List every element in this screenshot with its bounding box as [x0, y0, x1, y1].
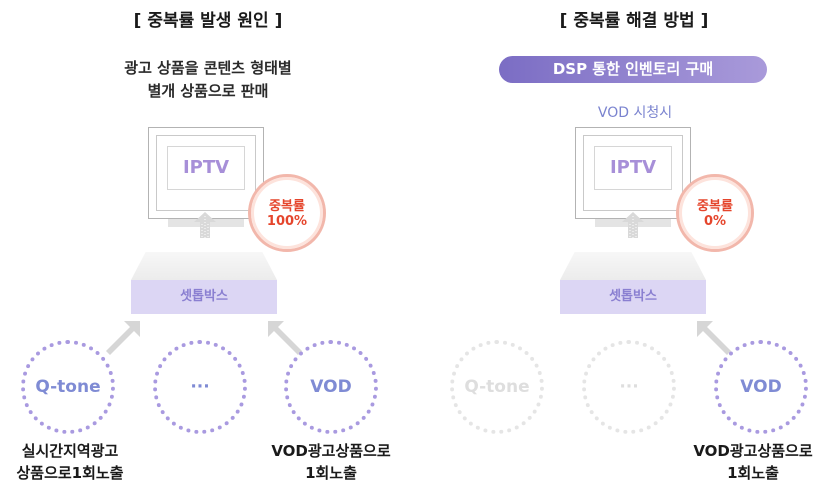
left-caption-vod-line1: VOD광고상품으로 — [271, 442, 391, 460]
left-caption-qtone-line2: 상품으로1회노출 — [16, 464, 124, 482]
left-iptv-monitor: IPTV — [148, 127, 264, 219]
right-settop-box: 셋톱박스 — [560, 252, 706, 314]
right-badge-value: 0% — [703, 214, 727, 229]
left-settop-box: 셋톱박스 — [131, 252, 277, 314]
right-caption-vod: VOD광고상품으로 1회노출 — [678, 440, 828, 484]
left-caption-vod: VOD광고상품으로 1회노출 — [256, 440, 406, 484]
right-settop-top — [560, 252, 706, 280]
right-source-vod: VOD — [714, 340, 808, 434]
left-source-qtone: Q-tone — [21, 340, 115, 434]
left-monitor-screen-inner: IPTV — [167, 146, 245, 190]
right-iptv-monitor: IPTV — [575, 127, 691, 219]
right-dsp-pill: DSP 통한 인벤토리 구매 — [499, 56, 767, 83]
right-vod-when: VOD 시청시 — [597, 105, 673, 121]
left-up-arrow-icon — [194, 212, 216, 238]
left-title: [ 중복률 발생 원인 ] — [133, 11, 283, 31]
right-source-more: ··· — [582, 340, 676, 434]
left-qtone-arrow-icon — [106, 321, 140, 355]
right-caption-vod-line2: 1회노출 — [727, 464, 779, 482]
left-vod-arrow-icon — [268, 321, 302, 355]
left-badge-value: 100% — [266, 214, 308, 229]
left-duplication-badge: 중복률 100% — [248, 174, 326, 252]
right-iptv-label: IPTV — [609, 157, 657, 178]
left-source-more: ··· — [153, 340, 247, 434]
left-source-vod: VOD — [284, 340, 378, 434]
left-subtitle-line2: 별개 상품으로 판매 — [147, 82, 269, 100]
right-caption-vod-line1: VOD광고상품으로 — [693, 442, 813, 460]
left-subtitle: 광고 상품을 콘텐츠 형태별 별개 상품으로 판매 — [68, 57, 348, 103]
right-duplication-badge: 중복률 0% — [676, 174, 754, 252]
right-source-qtone: Q-tone — [450, 340, 544, 434]
left-monitor-screen: IPTV — [156, 135, 256, 211]
right-badge-label: 중복률 — [697, 199, 733, 214]
right-monitor-screen-inner: IPTV — [594, 146, 672, 190]
right-up-arrow-icon — [622, 212, 644, 238]
left-caption-vod-line2: 1회노출 — [305, 464, 357, 482]
left-settop-top — [131, 252, 277, 280]
left-caption-qtone: 실시간지역광고 상품으로1회노출 — [0, 440, 140, 484]
left-badge-label: 중복률 — [269, 199, 305, 214]
left-iptv-label: IPTV — [182, 157, 230, 178]
left-settop-label: 셋톱박스 — [131, 280, 277, 314]
right-vod-arrow-icon — [697, 321, 731, 355]
right-settop-label: 셋톱박스 — [560, 280, 706, 314]
left-subtitle-line1: 광고 상품을 콘텐츠 형태별 — [124, 59, 292, 77]
left-caption-qtone-line1: 실시간지역광고 — [21, 442, 119, 460]
right-title: [ 중복률 해결 방법 ] — [559, 11, 709, 31]
right-monitor-screen: IPTV — [583, 135, 683, 211]
